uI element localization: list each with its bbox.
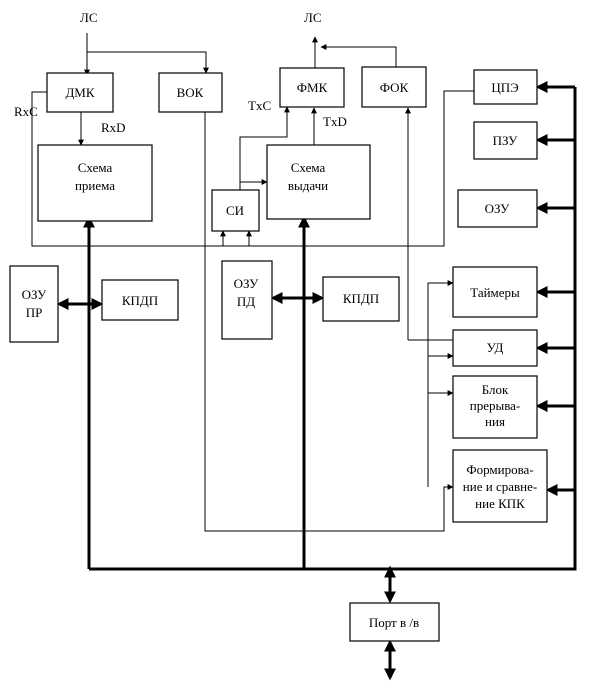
tx-scheme-label-1: Схема — [291, 160, 326, 175]
kpk-label-2: ние и сравне- — [463, 479, 537, 494]
rxd-label: RxD — [101, 120, 126, 135]
vok-line — [204, 112, 454, 532]
port-label: Порт в /в — [369, 615, 419, 630]
kpdp-right-label: КПДП — [343, 291, 379, 306]
bus-main — [89, 87, 577, 571]
fmk-label: ФМК — [297, 80, 328, 95]
rx-scheme-label-2: приема — [75, 178, 115, 193]
txc-label: TxC — [248, 98, 271, 113]
cpe-label: ЦПЭ — [491, 80, 519, 95]
tx-scheme-block: Схема выдачи — [266, 144, 371, 220]
interrupt-label-1: Блок — [482, 382, 509, 397]
ls-output-label: ЛС — [304, 10, 322, 25]
vok-block: ВОК — [158, 72, 223, 113]
ozu-pd-label-1: ОЗУ — [234, 276, 260, 291]
tx-scheme-label-2: выдачи — [288, 178, 328, 193]
interrupt-label-3: ния — [485, 414, 505, 429]
ud-block: УД — [452, 329, 538, 367]
ozu-pr-label-1: ОЗУ — [22, 287, 48, 302]
timers-label: Таймеры — [470, 285, 520, 300]
interrupt-label-2: прерыва- — [470, 398, 521, 413]
kpdp-right-block: КПДП — [322, 276, 400, 322]
cpe-block: ЦПЭ — [473, 69, 538, 105]
timers-block: Таймеры — [452, 266, 538, 318]
kpk-label-1: Формирова- — [466, 462, 533, 477]
fok-to-ls-line — [320, 44, 397, 67]
si-block: СИ — [211, 189, 260, 232]
ls-input-label: ЛС — [80, 10, 98, 25]
si-label: СИ — [226, 203, 244, 218]
pzu-block: ПЗУ — [473, 121, 538, 160]
port-block: Порт в /в — [349, 602, 440, 642]
pzu-label: ПЗУ — [493, 133, 519, 148]
ls-to-vok-line — [87, 51, 209, 74]
fok-block: ФОК — [361, 66, 427, 108]
rx-scheme-block: Схема приема — [37, 144, 153, 222]
ozu-pd-block: ОЗУ ПД — [221, 260, 273, 340]
txd-label: TxD — [323, 114, 347, 129]
fmk-block: ФМК — [279, 67, 345, 108]
ozu-block: ОЗУ — [457, 189, 538, 228]
kpk-label-3: ние КПК — [475, 496, 525, 511]
dmk-label: ДМК — [65, 85, 94, 100]
ozu-pr-block: ОЗУ ПР — [9, 265, 59, 343]
kpk-block: Формирова- ние и сравне- ние КПК — [452, 449, 548, 523]
dmk-block: ДМК — [46, 72, 114, 113]
rx-scheme-label-1: Схема — [78, 160, 113, 175]
vok-label: ВОК — [177, 85, 204, 100]
ozu-pr-label-2: ПР — [26, 305, 43, 320]
ozu-label: ОЗУ — [485, 201, 511, 216]
thin-connections — [31, 33, 474, 532]
ud-label: УД — [487, 340, 504, 355]
system-bus — [56, 81, 577, 681]
rxc-label: RxC — [14, 104, 38, 119]
txc-line — [239, 106, 290, 190]
ozu-pd-label-2: ПД — [237, 294, 255, 309]
interrupt-block: Блок прерыва- ния — [452, 375, 538, 439]
kpdp-left-label: КПДП — [122, 293, 158, 308]
kpdp-left-block: КПДП — [101, 279, 179, 321]
rxc-line — [31, 90, 474, 247]
fok-label: ФОК — [380, 80, 409, 95]
